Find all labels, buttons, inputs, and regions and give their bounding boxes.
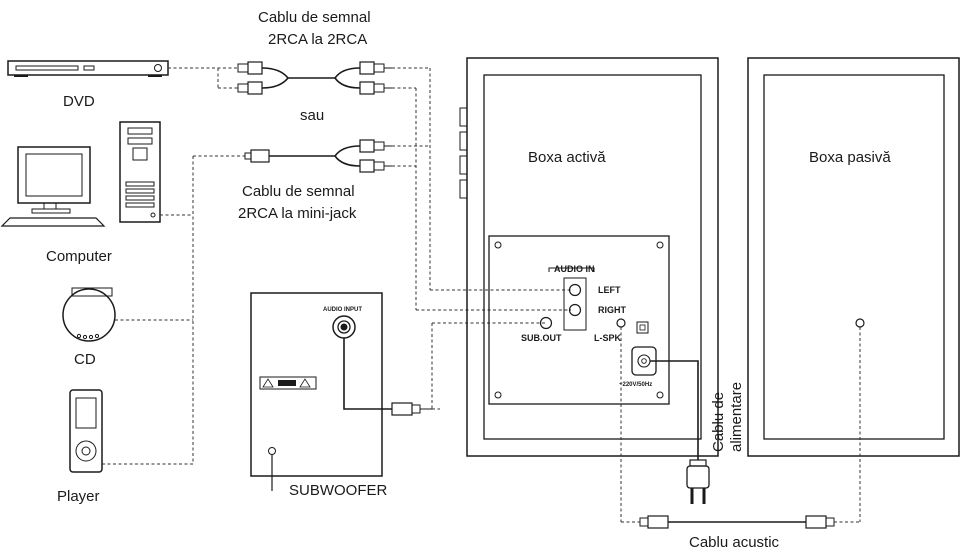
subwoofer-label: SUBWOOFER [289,482,388,499]
subwoofer-box [250,292,383,491]
rca-cable [237,61,392,95]
dvd-player-device [7,60,169,77]
minijack-cable-title-line2: 2RCA la mini-jack [238,205,357,222]
subwoofer-cable [343,338,432,416]
rca-cable-title-line2: 2RCA la 2RCA [268,31,367,48]
subwoofer-audio-input-label: AUDIO INPUT [323,307,362,313]
power-cable-label-line2: alimentare [728,382,745,452]
computer-label: Computer [46,248,112,265]
speaker-cable-label: Cablu acustic [689,534,780,551]
power-rating-label: ~220V/50Hz [619,382,652,388]
left-label: LEFT [598,285,621,295]
rca-cable-title-line1: Cablu de semnal [258,9,371,26]
cd-player-device [62,287,116,342]
minijack-cable-title-line1: Cablu de semnal [242,183,355,200]
active-speaker-back-panel [488,235,670,405]
speaker-cable [620,327,861,529]
dvd-label: DVD [63,93,95,110]
source-dashed-lines [102,67,245,465]
passive-speaker [747,57,960,457]
power-cable [650,360,710,504]
player-label: Player [57,488,100,505]
sub-out-label: SUB.OUT [521,333,562,343]
power-cable-label-line1: Cablu de [710,392,727,452]
active-speaker-label: Boxa activă [528,149,606,166]
minijack-cable [244,139,392,173]
cd-label: CD [74,351,96,368]
right-label: RIGHT [598,305,627,315]
active-speaker [459,57,719,457]
mp3-player-device [69,389,103,473]
computer-device [0,121,161,227]
or-label: sau [300,107,324,124]
passive-speaker-label: Boxa pasivă [809,149,891,166]
audio-in-label: AUDIO IN [554,264,595,274]
l-spk-label: L-SPK [594,333,622,343]
signal-dashed-routing [392,67,571,410]
